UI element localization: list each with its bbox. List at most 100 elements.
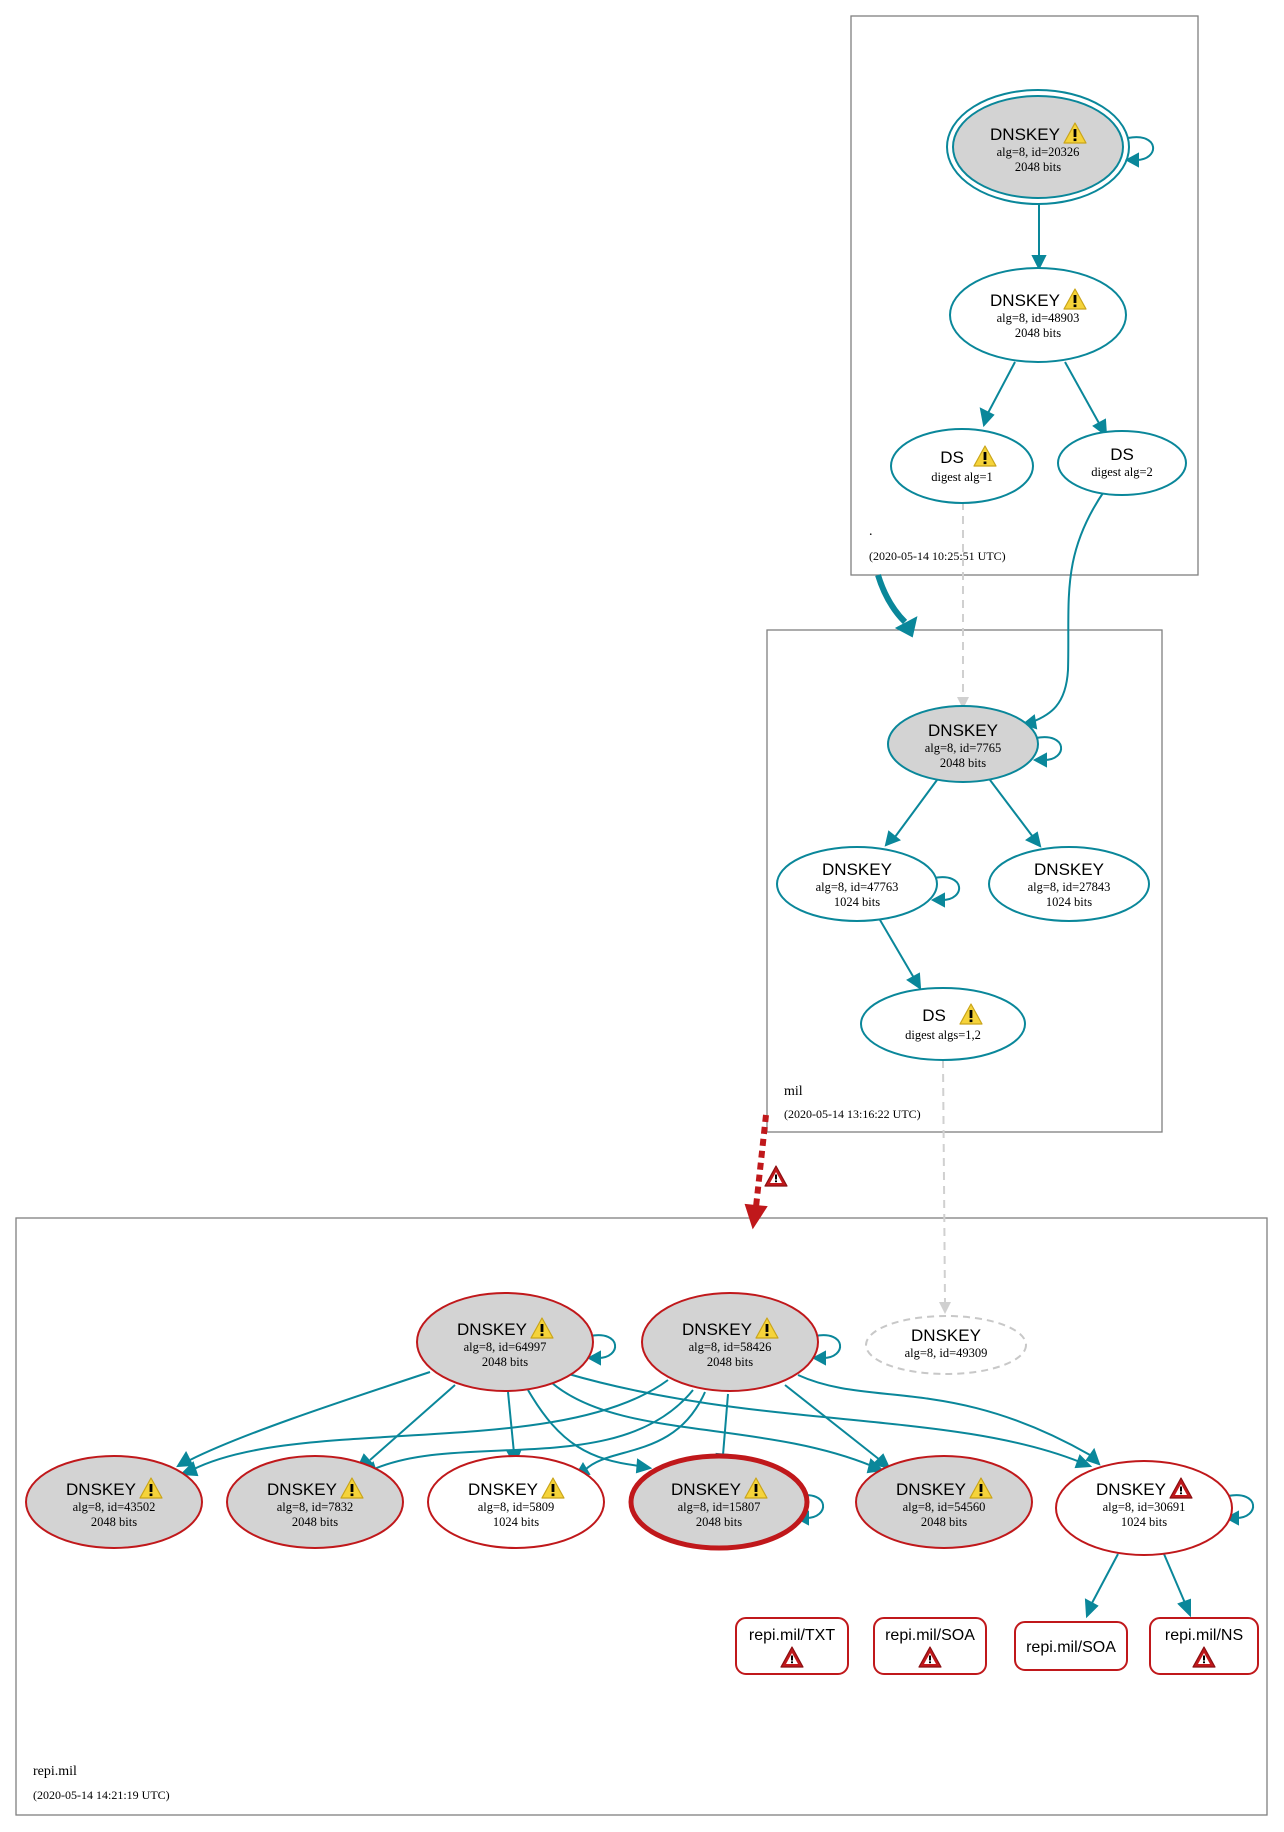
zone-name-root: . — [869, 524, 873, 539]
edge-30691-to-soa2 — [1091, 1553, 1119, 1604]
self-loop-mil-47763 — [933, 876, 960, 901]
svg-text:digest alg=2: digest alg=2 — [1091, 465, 1153, 479]
svg-text:repi.mil/SOA: repi.mil/SOA — [1026, 1639, 1116, 1656]
edge-64997-to-43502 — [189, 1371, 431, 1461]
node-mil-ksk[interactable]: DNSKEY alg=8, id=7765 2048 bits — [887, 705, 1039, 783]
svg-text:2048 bits: 2048 bits — [921, 1515, 967, 1529]
node-repi-43502[interactable]: DNSKEY alg=8, id=43502 2048 bits — [25, 1455, 203, 1549]
svg-text:digest alg=1: digest alg=1 — [931, 470, 993, 484]
edge-64997-to-7832 — [369, 1384, 456, 1461]
edge-58426-to-5809 — [584, 1391, 706, 1471]
svg-text:DS: DS — [1110, 445, 1134, 464]
svg-text:alg=8, id=49309: alg=8, id=49309 — [905, 1346, 988, 1360]
edge-root-zsk-to-ds2 — [1064, 361, 1101, 426]
node-root-ds2[interactable]: DS digest alg=2 — [1057, 430, 1187, 496]
delegation-error-icon — [764, 1165, 788, 1187]
delegation-root-to-mil — [875, 574, 908, 625]
svg-text:1024 bits: 1024 bits — [1046, 895, 1092, 909]
node-repi-15807[interactable]: DNSKEY alg=8, id=15807 2048 bits — [628, 1453, 810, 1551]
nodes: DNSKEY alg=8, id=20326 2048 bits DNSKEY … — [25, 89, 1259, 1675]
zone-name-mil: mil — [784, 1084, 803, 1099]
edge-64997-to-54560 — [551, 1382, 873, 1467]
edge-root-zsk-to-ds1 — [987, 361, 1016, 414]
node-repi-54560[interactable]: DNSKEY alg=8, id=54560 2048 bits — [855, 1455, 1033, 1549]
svg-text:alg=8, id=64997: alg=8, id=64997 — [464, 1340, 547, 1354]
rrset-repi-soa-1[interactable]: repi.mil/SOA — [873, 1617, 987, 1675]
svg-text:DNSKEY: DNSKEY — [822, 860, 892, 879]
svg-text:1024 bits: 1024 bits — [493, 1515, 539, 1529]
svg-text:alg=8, id=5809: alg=8, id=5809 — [478, 1500, 555, 1514]
self-loop-repi-30691 — [1227, 1494, 1254, 1519]
svg-text:DNSKEY: DNSKEY — [682, 1320, 752, 1339]
svg-text:2048 bits: 2048 bits — [696, 1515, 742, 1529]
svg-text:alg=8, id=47763: alg=8, id=47763 — [816, 880, 899, 894]
svg-text:2048 bits: 2048 bits — [707, 1355, 753, 1369]
svg-text:DNSKEY: DNSKEY — [671, 1480, 741, 1499]
svg-text:DNSKEY: DNSKEY — [990, 125, 1060, 144]
node-mil-ds[interactable]: DS digest algs=1,2 — [860, 987, 1026, 1061]
node-repi-30691[interactable]: DNSKEY alg=8, id=30691 1024 bits — [1055, 1460, 1233, 1556]
svg-text:2048 bits: 2048 bits — [1015, 326, 1061, 340]
svg-text:alg=8, id=58426: alg=8, id=58426 — [689, 1340, 772, 1354]
node-repi-64997[interactable]: DNSKEY alg=8, id=64997 2048 bits — [416, 1292, 594, 1392]
svg-text:alg=8, id=7765: alg=8, id=7765 — [925, 741, 1002, 755]
edge-58426-to-30691 — [797, 1374, 1091, 1456]
node-root-ksk[interactable]: DNSKEY alg=8, id=20326 2048 bits — [946, 89, 1130, 205]
svg-text:DNSKEY: DNSKEY — [928, 721, 998, 740]
zone-date-repi: (2020-05-14 14:21:19 UTC) — [33, 1788, 170, 1802]
self-loop-mil-ksk — [1035, 736, 1062, 761]
node-repi-49309[interactable]: DNSKEY alg=8, id=49309 — [865, 1315, 1027, 1375]
zone-date-mil: (2020-05-14 13:16:22 UTC) — [784, 1107, 921, 1121]
zone-root: . (2020-05-14 10:25:51 UTC) — [850, 15, 1199, 576]
svg-text:alg=8, id=7832: alg=8, id=7832 — [277, 1500, 354, 1514]
delegation-root-to-mil-arrow — [894, 616, 918, 638]
zone-repi: repi.mil (2020-05-14 14:21:19 UTC) — [15, 1217, 1268, 1816]
node-repi-58426[interactable]: DNSKEY alg=8, id=58426 2048 bits — [641, 1292, 819, 1392]
svg-text:repi.mil/NS: repi.mil/NS — [1165, 1627, 1243, 1644]
svg-text:2048 bits: 2048 bits — [292, 1515, 338, 1529]
edge-64997-to-5809 — [507, 1391, 515, 1454]
edge-30691-to-ns — [1163, 1553, 1186, 1604]
edge-58426-to-7832 — [371, 1389, 694, 1471]
node-root-zsk[interactable]: DNSKEY alg=8, id=48903 2048 bits — [949, 267, 1127, 363]
rrset-repi-txt[interactable]: repi.mil/TXT — [735, 1617, 849, 1675]
node-root-ds1[interactable]: DS digest alg=1 — [890, 428, 1034, 504]
svg-text:2048 bits: 2048 bits — [91, 1515, 137, 1529]
svg-text:repi.mil/TXT: repi.mil/TXT — [749, 1627, 835, 1644]
node-repi-5809[interactable]: DNSKEY alg=8, id=5809 1024 bits — [427, 1455, 605, 1549]
node-repi-7832[interactable]: DNSKEY alg=8, id=7832 2048 bits — [226, 1455, 404, 1549]
svg-text:DNSKEY: DNSKEY — [896, 1480, 966, 1499]
svg-text:2048 bits: 2048 bits — [482, 1355, 528, 1369]
svg-text:DNSKEY: DNSKEY — [66, 1480, 136, 1499]
edge-58426-to-15807 — [722, 1393, 729, 1456]
svg-text:alg=8, id=54560: alg=8, id=54560 — [903, 1500, 986, 1514]
svg-text:alg=8, id=48903: alg=8, id=48903 — [997, 311, 1080, 325]
svg-text:DNSKEY: DNSKEY — [468, 1480, 538, 1499]
svg-text:DNSKEY: DNSKEY — [1096, 1480, 1166, 1499]
self-loop-repi-64997 — [589, 1334, 616, 1359]
self-loop-repi-58426 — [814, 1334, 841, 1359]
edge-root-ds2-to-mil-ksk — [1031, 489, 1106, 723]
node-mil-27843[interactable]: DNSKEY alg=8, id=27843 1024 bits — [988, 846, 1150, 922]
svg-text:1024 bits: 1024 bits — [1121, 1515, 1167, 1529]
edge-64997-to-15807 — [527, 1389, 641, 1467]
rrset-repi-soa-2[interactable]: repi.mil/SOA — [1014, 1621, 1128, 1671]
rrset-repi-ns[interactable]: repi.mil/NS — [1149, 1617, 1259, 1675]
self-loop-root-ksk — [1127, 136, 1154, 161]
svg-text:alg=8, id=15807: alg=8, id=15807 — [678, 1500, 761, 1514]
delegation-mil-to-repi-arrow — [744, 1203, 768, 1230]
svg-text:1024 bits: 1024 bits — [834, 895, 880, 909]
svg-text:alg=8, id=20326: alg=8, id=20326 — [997, 145, 1080, 159]
svg-text:repi.mil/SOA: repi.mil/SOA — [885, 1627, 975, 1644]
svg-text:2048 bits: 2048 bits — [940, 756, 986, 770]
svg-text:DNSKEY: DNSKEY — [911, 1326, 981, 1345]
edge-mil-ksk-to-27843 — [989, 779, 1034, 838]
svg-text:alg=8, id=27843: alg=8, id=27843 — [1028, 880, 1111, 894]
edge-58426-to-54560 — [784, 1384, 881, 1461]
svg-text:DS: DS — [940, 448, 964, 467]
edge-58426-to-43502 — [191, 1379, 669, 1471]
svg-text:DNSKEY: DNSKEY — [267, 1480, 337, 1499]
node-mil-47763[interactable]: DNSKEY alg=8, id=47763 1024 bits — [776, 846, 938, 922]
delegation-mil-to-repi — [753, 1114, 769, 1208]
